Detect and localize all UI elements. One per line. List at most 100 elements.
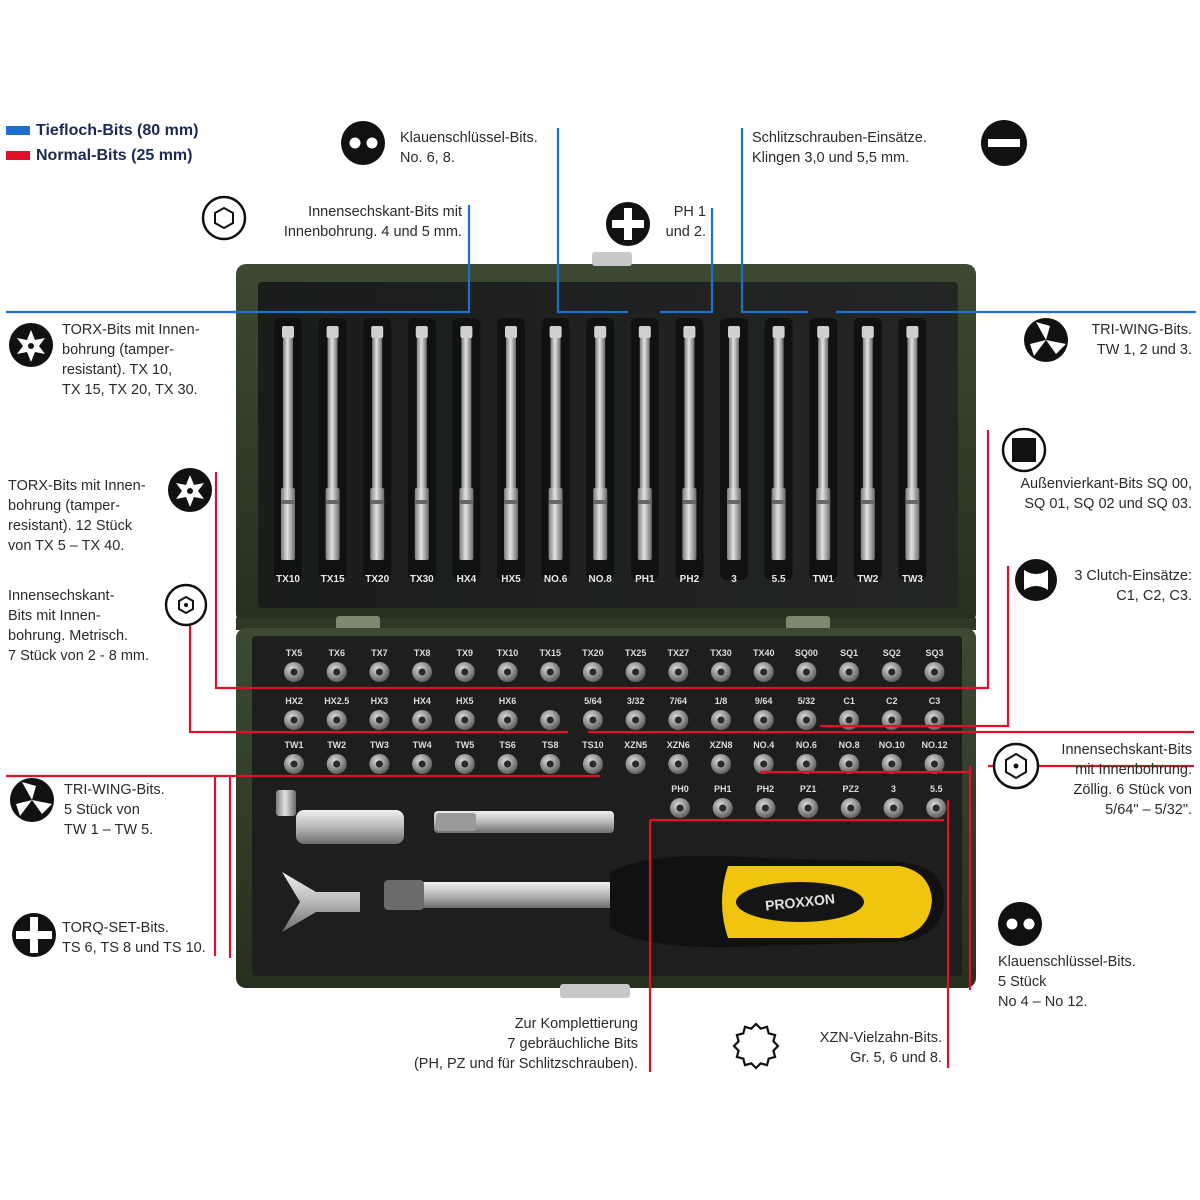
short-bit: TW2	[326, 740, 347, 774]
hex-socket-icon	[201, 195, 247, 241]
short-bit: TX27	[668, 648, 689, 682]
short-bit-label: 5.5	[930, 784, 943, 794]
short-bit: HX6	[497, 696, 518, 730]
short-bit-label: TX7	[371, 648, 388, 658]
short-bit: HX4	[412, 696, 433, 730]
long-bit-label: PH1	[635, 574, 655, 585]
two-dots-icon	[998, 902, 1042, 946]
short-bit-label: 3/32	[627, 696, 645, 706]
short-bit: PZ2	[840, 784, 861, 818]
bit-adapter	[296, 810, 404, 844]
short-bit: HX3	[369, 696, 390, 730]
short-bit-label: TX5	[286, 648, 303, 658]
short-bit: TX30	[710, 648, 732, 682]
short-bit: NO.10	[879, 740, 905, 774]
long-bit-label: PH2	[680, 574, 700, 585]
short-bit: TW5	[454, 740, 475, 774]
short-bit-label: PH0	[671, 784, 689, 794]
torq-icon	[12, 913, 56, 957]
long-bit-label: TX15	[321, 574, 345, 585]
short-bit-label: TW4	[413, 740, 432, 750]
torx-icon	[9, 323, 53, 367]
short-bit-label: TS6	[499, 740, 516, 750]
short-bit: TX10	[497, 648, 518, 682]
minus-icon	[981, 120, 1027, 166]
short-bit: 3	[883, 784, 904, 818]
short-bit-label: TW1	[285, 740, 304, 750]
screwdriver-shaft	[384, 882, 624, 908]
short-bit: TS6	[497, 740, 518, 774]
short-bit: TX15	[539, 648, 561, 682]
short-bit-label: 9/64	[755, 696, 773, 706]
short-bit-label: C1	[843, 696, 855, 706]
long-bit-label: TW1	[813, 574, 835, 585]
long-bit-label: 3	[731, 574, 737, 585]
short-bit-label: TW3	[370, 740, 389, 750]
callout-clutch: 3 Clutch-Einsätze: C1, C2, C3.	[1074, 568, 1192, 604]
long-bit: HX5	[497, 318, 525, 585]
short-bit-label: 1/8	[715, 696, 728, 706]
short-bit-label: SQ2	[883, 648, 901, 658]
short-bit-label: PH1	[714, 784, 732, 794]
callout-xzn: XZN-Vielzahn-Bits. Gr. 5, 6 und 8.	[819, 1030, 942, 1066]
long-bit-label: NO.6	[544, 574, 568, 585]
hex-socket-icon	[992, 742, 1040, 790]
short-bit: TW1	[284, 740, 304, 774]
short-bit: TX20	[582, 648, 604, 682]
short-bit-label: HX3	[371, 696, 389, 706]
short-bit: TX8	[412, 648, 433, 682]
plus-icon	[606, 202, 650, 246]
long-bit: TX30	[407, 318, 436, 585]
two-dots-icon	[341, 121, 385, 165]
short-bit-label: SQ1	[840, 648, 858, 658]
short-bit: TX40	[753, 648, 774, 682]
long-bit: TW2	[853, 318, 882, 585]
torx-icon	[168, 468, 212, 512]
long-bit: TX20	[363, 318, 392, 585]
short-bit: SQ1	[839, 648, 860, 682]
short-bit: TX5	[284, 648, 304, 682]
short-bit: SQ00	[795, 648, 818, 682]
short-bit-label: TS10	[582, 740, 604, 750]
short-bit-label: HX4	[413, 696, 431, 706]
short-bit-label: TX25	[625, 648, 647, 658]
short-bit: PZ1	[798, 784, 819, 818]
short-bit-label: NO.10	[879, 740, 905, 750]
short-bit-label: 5/32	[798, 696, 816, 706]
short-bit: SQ2	[881, 648, 902, 682]
short-bit: PH1	[712, 784, 733, 818]
square-icon	[1001, 427, 1047, 473]
callout-torx-long: TORX-Bits mit Innen- bohrung (tamper- re…	[62, 322, 200, 398]
short-bit-label: C2	[886, 696, 898, 706]
short-bit-label: XZN8	[709, 740, 732, 750]
short-bit-label: HX2	[285, 696, 303, 706]
long-bit-label: 5.5	[772, 574, 786, 585]
short-bit-label: TX30	[710, 648, 732, 658]
short-bit: 5.5	[926, 784, 947, 818]
callout-klauen-top: Klauenschlüssel-Bits. No. 6, 8.	[400, 130, 538, 166]
long-bit: TX10	[274, 318, 302, 585]
short-bit: 3/32	[625, 696, 646, 730]
short-bit-label: PZ2	[843, 784, 860, 794]
triwing-icon	[1024, 318, 1068, 362]
callout-innensechs-top: Innensechskant-Bits mit Innenbohrung. 4 …	[283, 204, 462, 240]
red-leaders	[6, 430, 1194, 1072]
long-bit: HX4	[452, 318, 481, 585]
short-bit-label: SQ00	[795, 648, 818, 658]
short-bit: SQ3	[924, 648, 945, 682]
long-bit-label: NO.8	[589, 574, 613, 585]
short-bit: XZN6	[667, 740, 690, 774]
short-bit-label: TX15	[539, 648, 561, 658]
short-bit-label: NO.4	[753, 740, 774, 750]
short-bit-label: XZN6	[667, 740, 690, 750]
long-bit: TX15	[318, 318, 347, 585]
long-bit-label: TX30	[410, 574, 434, 585]
latch-bottom	[560, 984, 630, 998]
short-bit-label: PZ1	[800, 784, 817, 794]
callout-square: Außenvierkant-Bits SQ 00, SQ 01, SQ 02 u…	[1020, 476, 1192, 512]
short-bit-label: 5/64	[584, 696, 602, 706]
